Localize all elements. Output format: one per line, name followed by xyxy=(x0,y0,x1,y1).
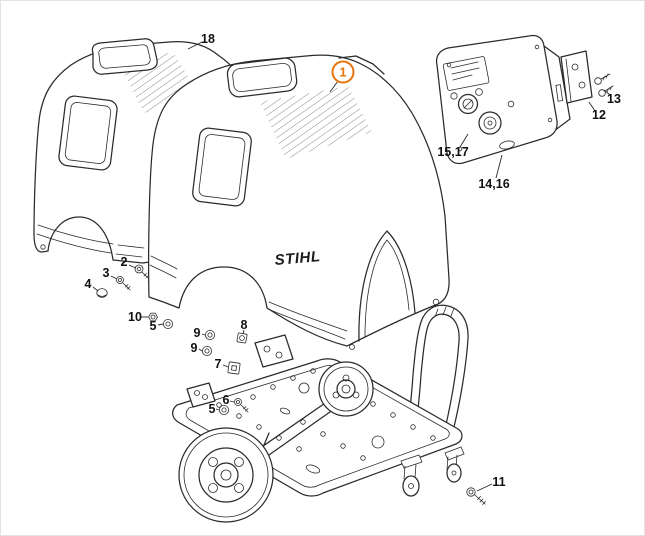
main-hood-vent-hatching xyxy=(260,86,372,159)
cart-deck-holes xyxy=(216,368,436,474)
part-label-11: 11 xyxy=(492,475,505,489)
part-2-screw xyxy=(134,264,149,279)
part-7-spacer xyxy=(227,361,241,375)
stihl-logo-text: STIHL xyxy=(274,248,321,269)
part-11-screw xyxy=(466,487,486,505)
part-label-5b: 5 xyxy=(209,402,216,416)
part-label-7: 7 xyxy=(215,357,222,371)
part-5-washer-upper xyxy=(162,318,173,329)
part-label-3: 3 xyxy=(103,266,110,280)
part-label-2: 2 xyxy=(121,255,128,269)
part-label-9a: 9 xyxy=(194,326,201,340)
callout-number: 1 xyxy=(339,65,346,80)
mounting-plate-lower xyxy=(186,382,216,408)
control-knob-large xyxy=(478,111,502,135)
part-label-4: 4 xyxy=(85,277,92,291)
main-hood-illustration: STIHL xyxy=(148,54,450,350)
fasteners-illustration xyxy=(96,264,486,505)
mounting-plate-upper xyxy=(254,334,294,368)
part-label-18: 18 xyxy=(201,32,215,46)
mounting-bracket-illustration xyxy=(560,50,614,104)
part-5-washer-lower xyxy=(218,404,229,415)
part-label-14-16: 14,16 xyxy=(478,177,509,191)
part-label-6: 6 xyxy=(223,393,230,407)
cart-frame-illustration xyxy=(172,304,469,523)
part-6-screw xyxy=(234,398,249,413)
leader-lines xyxy=(92,41,611,492)
part-label-12: 12 xyxy=(592,108,606,122)
main-hood-side-arch-outer xyxy=(358,230,416,342)
part-9-washer-lower xyxy=(201,345,212,356)
part-label-5a: 5 xyxy=(150,319,157,333)
cart-deck xyxy=(172,358,463,497)
small-wheel-illustration xyxy=(318,361,374,417)
part-label-15-17: 15,17 xyxy=(437,145,468,159)
control-panel-illustration xyxy=(435,34,571,165)
caster-wheel-right xyxy=(444,446,465,483)
part-labels: 18 2 3 4 10 5 9 9 8 7 5 6 11 15,17 14,16… xyxy=(85,32,621,489)
part-label-13: 13 xyxy=(607,92,621,106)
callout-1-badge: 1 xyxy=(331,60,355,84)
part-label-10: 10 xyxy=(128,310,142,324)
caster-wheel-left xyxy=(400,454,423,497)
large-wheel-illustration xyxy=(178,427,274,523)
part-10-nut xyxy=(148,312,158,322)
part-3-screw xyxy=(116,276,131,291)
part-4-cap xyxy=(96,288,108,298)
part-label-8: 8 xyxy=(241,318,248,332)
part-8-square-nut xyxy=(236,332,248,344)
part-label-9b: 9 xyxy=(191,341,198,355)
bracket-screw-lower xyxy=(598,85,614,97)
callout-circle xyxy=(331,60,355,84)
part-9-washer-upper xyxy=(204,329,215,340)
main-hood-top-grip-edge xyxy=(338,55,385,75)
rating-plate xyxy=(442,56,490,91)
bracket-screw-upper xyxy=(594,73,611,85)
